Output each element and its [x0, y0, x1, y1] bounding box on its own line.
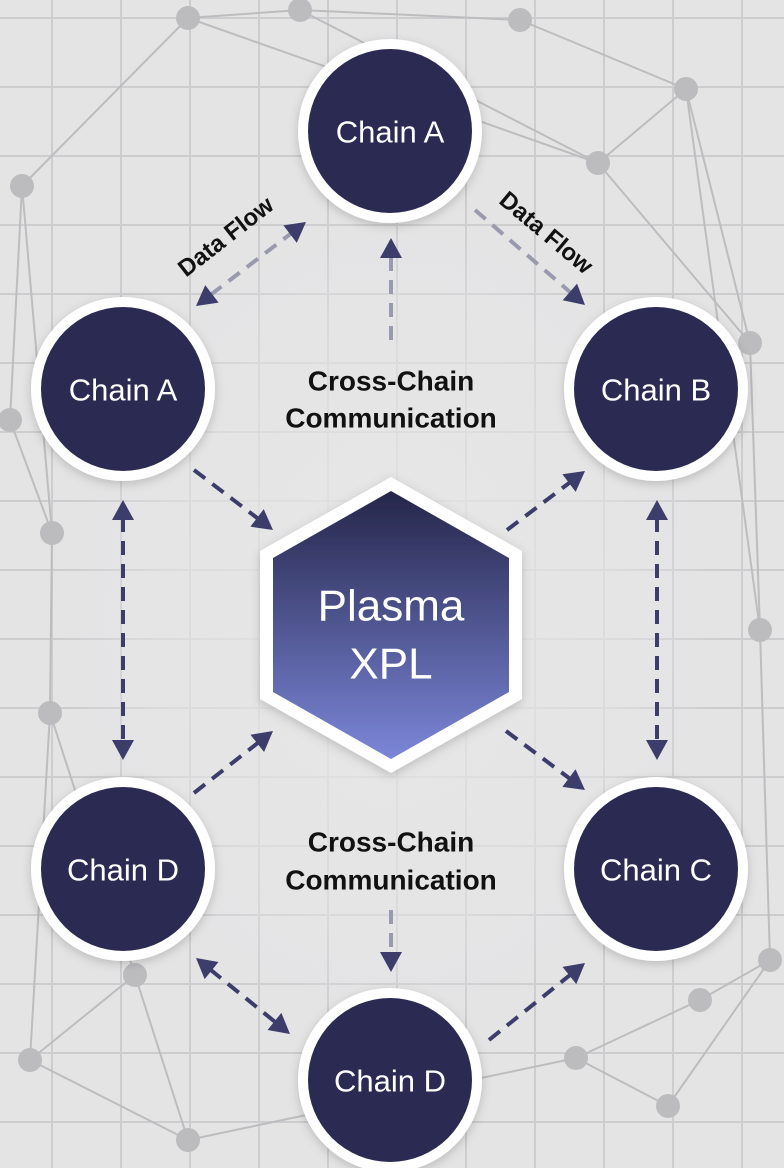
- node-chain-d-left[interactable]: Chain D: [31, 777, 215, 961]
- network-node: [176, 1128, 200, 1152]
- network-link: [21, 17, 189, 187]
- edge-chain-a-left-to-chain-a-top-line: [209, 231, 293, 297]
- network-node: [288, 0, 312, 22]
- network-link: [575, 1057, 669, 1107]
- network-link: [187, 9, 301, 19]
- edge-chain-a-left-to-hub-line: [192, 468, 260, 521]
- edge-hub-to-chain-b-arrowhead: [562, 471, 585, 492]
- network-link: [9, 419, 53, 534]
- network-link: [49, 532, 53, 714]
- node-label: Chain B: [601, 373, 711, 408]
- edge-chain-d-bottom-to-chain-c-arrowhead: [562, 963, 585, 985]
- edge-chain-b-to-chain-c-arrowhead: [646, 740, 668, 760]
- node-circle: [574, 307, 738, 471]
- node-label: Chain D: [334, 1064, 446, 1099]
- node-circle: [574, 787, 738, 951]
- node-label: Chain A: [69, 373, 178, 408]
- network-link: [299, 9, 521, 21]
- node-chain-a-left[interactable]: Chain A: [31, 297, 215, 481]
- network-node: [674, 77, 698, 101]
- hub-label-line2: XPL: [349, 640, 432, 689]
- network-link: [9, 185, 23, 421]
- network-node: [738, 331, 762, 355]
- edge-chain-a-top-to-chain-b-arrowhead: [562, 283, 585, 305]
- network-node: [40, 521, 64, 545]
- network-node: [0, 408, 22, 432]
- network-link: [29, 1059, 189, 1141]
- network-link: [597, 88, 687, 164]
- edge-hub-to-chain-c-arrowhead: [562, 769, 585, 790]
- network-link: [575, 999, 701, 1059]
- edge-chain-b-to-chain-c-arrowhead-start: [646, 500, 668, 520]
- network-node: [748, 618, 772, 642]
- network-link: [519, 19, 687, 90]
- node-circle: [41, 787, 205, 951]
- hub-plasma-xpl[interactable]: Plasma XPL: [260, 477, 522, 773]
- network-link: [685, 88, 751, 344]
- node-chain-b[interactable]: Chain B: [564, 297, 748, 481]
- network-node: [123, 963, 147, 987]
- annotation-upper-line2: Communication: [285, 403, 497, 434]
- node-circle: [308, 998, 472, 1162]
- node-label: Chain C: [600, 853, 712, 888]
- network-node: [688, 988, 712, 1012]
- network-node: [508, 8, 532, 32]
- network-node: [656, 1094, 680, 1118]
- edge-chain-d-left-to-hub-line: [192, 740, 261, 795]
- node-chain-a-top[interactable]: Chain A: [298, 39, 482, 223]
- network-link: [29, 974, 136, 1061]
- edge-chain-d-left-to-chain-d-bottom-arrowhead: [267, 1012, 290, 1034]
- edge-hub-to-chain-c-line: [504, 729, 572, 781]
- annotation-upper-line1: Cross-Chain: [308, 366, 474, 397]
- edge-chain-a-left-to-hub-arrowhead: [250, 509, 273, 530]
- network-node: [176, 6, 200, 30]
- edge-chain-d-bottom-to-chain-c-line: [487, 972, 573, 1042]
- edge-chain-d-left-to-chain-d-bottom-line: [208, 967, 278, 1025]
- edge-chain-a-left-to-chain-a-top-arrowhead: [283, 222, 306, 243]
- edge-chain-d-left-to-chain-d-bottom-arrowhead-start: [196, 958, 219, 980]
- edge-chain-d-left-to-hub-arrowhead: [250, 731, 273, 753]
- node-chain-d-bottom[interactable]: Chain D: [298, 988, 482, 1168]
- network-node: [586, 151, 610, 175]
- network-link: [667, 959, 771, 1107]
- node-label: Chain A: [336, 115, 445, 150]
- hub-label-line1: Plasma: [318, 582, 465, 631]
- annotation-lower-line2: Communication: [285, 865, 497, 896]
- network-link: [759, 629, 771, 961]
- edges-layer: [112, 208, 668, 1042]
- node-circle: [41, 307, 205, 471]
- network-node: [564, 1046, 588, 1070]
- edge-chain-a-left-to-chain-d-left-arrowhead: [112, 740, 134, 760]
- node-chain-c[interactable]: Chain C: [564, 777, 748, 961]
- network-link: [749, 342, 761, 631]
- network-node: [38, 701, 62, 725]
- network-node: [18, 1048, 42, 1072]
- node-label: Chain D: [67, 853, 179, 888]
- network-link: [699, 959, 771, 1001]
- network-link: [597, 162, 751, 344]
- edge-hub-to-chain-d-bottom-arrowhead: [380, 952, 402, 972]
- annotation-lower-line1: Cross-Chain: [308, 827, 474, 858]
- network-node: [758, 948, 782, 972]
- node-circle: [308, 49, 472, 213]
- edge-chain-a-left-to-chain-d-left-arrowhead-start: [112, 500, 134, 520]
- edge-hub-to-chain-a-top-arrowhead: [380, 238, 402, 258]
- edge-hub-to-chain-b-line: [505, 480, 572, 532]
- network-node: [10, 174, 34, 198]
- network-link: [134, 974, 189, 1141]
- hub-hexagon: [273, 491, 509, 759]
- edge-chain-a-left-to-chain-a-top-arrowhead-start: [196, 285, 219, 306]
